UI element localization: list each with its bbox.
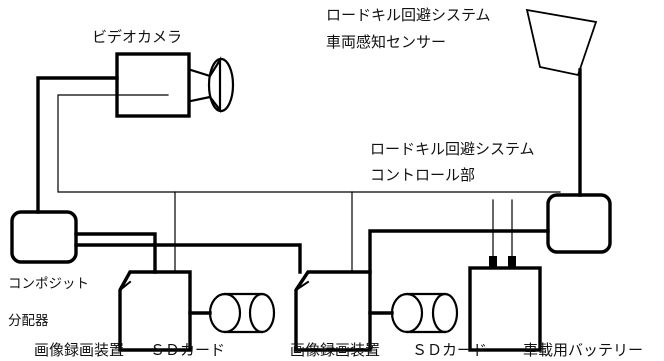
camera-video-cable xyxy=(36,76,119,214)
splitter-label-line2: 分配器 xyxy=(8,313,49,329)
sensor-label-line2: 車両感知センサー xyxy=(326,33,447,51)
image-recorder-1 xyxy=(118,270,192,352)
control-unit-box xyxy=(546,193,612,254)
camera-to-bus-wire xyxy=(57,94,561,193)
sd-card-1-label: ＳＤカード xyxy=(150,341,226,359)
battery-wires xyxy=(492,199,513,263)
sd-card-2-body xyxy=(405,292,447,334)
sd-card-1-body xyxy=(223,292,264,334)
battery-terminal-right xyxy=(508,256,516,268)
control-label-line1: ロードキル回避システム xyxy=(370,140,535,158)
video-camera-lens xyxy=(189,56,222,114)
vehicle-battery-box xyxy=(468,266,542,352)
splitter-to-recorder1-cable xyxy=(74,232,157,274)
video-camera-label: ビデオカメラ xyxy=(92,28,183,46)
control-to-recorder2-cable xyxy=(368,229,550,274)
sensor-label-line1: ロードキル回避システム xyxy=(326,6,491,24)
cables xyxy=(36,68,582,315)
vehicle-sensor-panel xyxy=(525,8,598,77)
composite-splitter-box xyxy=(10,210,78,264)
image-recorder-2-notch xyxy=(294,280,310,292)
image-recorder-1-notch xyxy=(118,280,132,292)
image-recorder-2 xyxy=(294,270,372,352)
battery-terminal-left xyxy=(489,256,497,268)
sd-card-1-front xyxy=(248,292,276,334)
sd-card-2-label: ＳＤカード xyxy=(412,341,488,359)
video-camera-body xyxy=(115,52,191,118)
recorder-1-label: 画像録画装置 xyxy=(34,341,125,359)
sd-card-2-front xyxy=(431,292,459,334)
signal-wires xyxy=(57,94,561,271)
control-label-line2: コントロール部 xyxy=(370,166,476,184)
battery-label: 車載用バッテリー xyxy=(523,341,644,359)
splitter-to-recorder2-cable xyxy=(74,243,302,274)
video-camera-lens-front xyxy=(207,57,235,113)
splitter-label-line1: コンポジット xyxy=(8,276,89,292)
recorder-2-label: 画像録画装置 xyxy=(290,341,381,359)
sd-card-2-back xyxy=(390,292,424,334)
sd-card-1-back xyxy=(208,292,242,334)
